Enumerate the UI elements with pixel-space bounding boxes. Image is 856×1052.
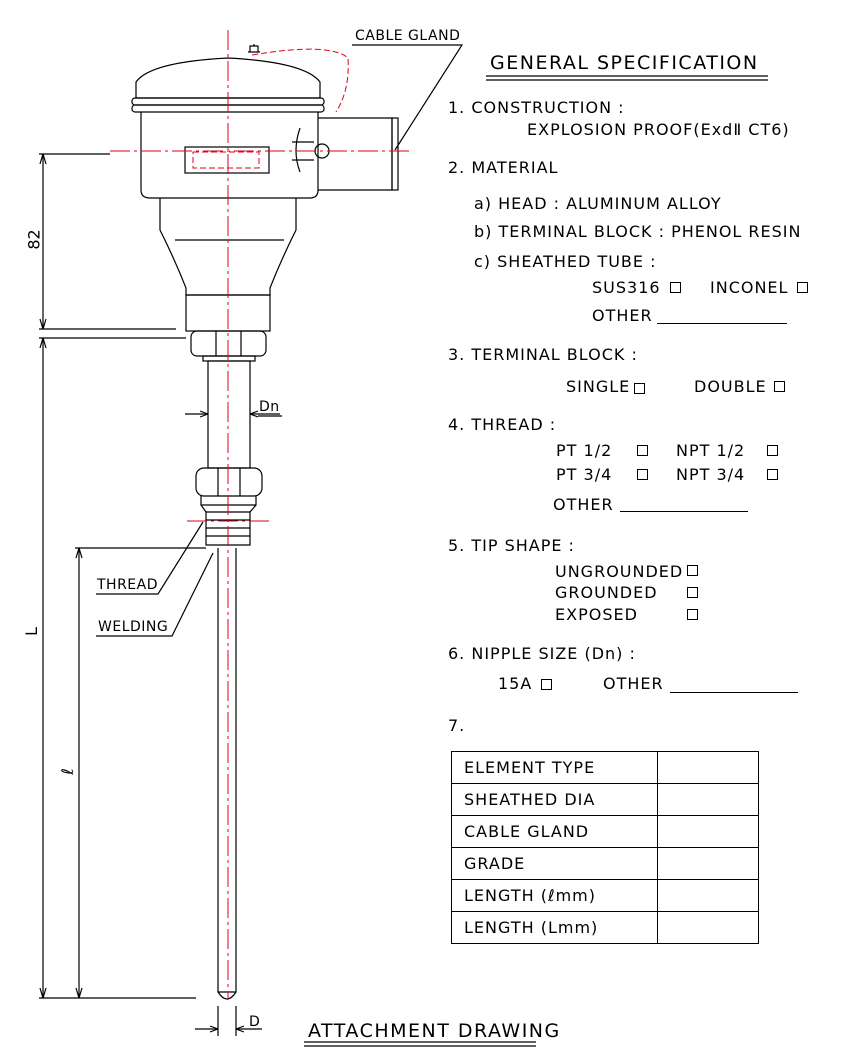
- double-checkbox[interactable]: [774, 381, 785, 392]
- npt34-checkbox[interactable]: [767, 469, 778, 480]
- spec-2-head: 2. MATERIAL: [448, 158, 559, 177]
- cable-gland-label: CABLE GLAND: [355, 28, 461, 44]
- row-value-cell[interactable]: [657, 783, 759, 816]
- cable-gland-boss: [318, 117, 393, 191]
- pt34-label: PT 3/4: [556, 465, 613, 484]
- welding-leader: [96, 552, 214, 637]
- table-row: LENGTH (ℓmm): [451, 879, 759, 912]
- cable-red-loop: [251, 48, 349, 113]
- spec-3-head: 3. TERMINAL BLOCK :: [448, 345, 638, 364]
- head-body: [140, 112, 319, 199]
- spec-5-head: 5. TIP SHAPE :: [448, 536, 575, 555]
- npt34-label: NPT 3/4: [676, 465, 746, 484]
- table-row: CABLE GLAND: [451, 815, 759, 848]
- spec-2a: a) HEAD : ALUMINUM ALLOY: [474, 194, 722, 213]
- inconel-checkbox[interactable]: [797, 282, 808, 293]
- welding-label: WELDING: [98, 619, 169, 635]
- cable-gland-leader: [352, 44, 464, 151]
- drawing-title: ATTACHMENT DRAWING: [308, 1020, 561, 1042]
- lower-hex-nut: [195, 467, 263, 497]
- spec-1-value: EXPLOSION PROOF(ExdⅡ CT6): [527, 120, 790, 139]
- nipple-other-field[interactable]: [670, 692, 798, 693]
- terminal-screw: [248, 44, 260, 53]
- sheath-other-field[interactable]: [657, 323, 787, 324]
- grounded-label: GROUNDED: [555, 583, 658, 602]
- thread-other-field[interactable]: [620, 511, 748, 512]
- spec-table: ELEMENT TYPE SHEATHED DIA CABLE GLAND GR…: [451, 751, 759, 944]
- dim-L-label: L: [21, 627, 41, 636]
- sus316-checkbox[interactable]: [670, 282, 681, 293]
- spec-7-head: 7.: [448, 716, 466, 735]
- npt12-label: NPT 1/2: [676, 441, 746, 460]
- dim-82-label: 82: [24, 229, 44, 250]
- pt12-label: PT 1/2: [556, 441, 613, 460]
- ungrounded-checkbox[interactable]: [687, 565, 698, 576]
- row-value-cell[interactable]: [657, 815, 759, 848]
- npt12-checkbox[interactable]: [767, 445, 778, 456]
- sheath-tube: [217, 548, 237, 1000]
- d-label: D: [249, 1014, 261, 1030]
- row-value-cell[interactable]: [657, 911, 759, 944]
- exposed-checkbox[interactable]: [687, 609, 698, 620]
- spec-2b: b) TERMINAL BLOCK : PHENOL RESIN: [474, 222, 802, 241]
- dim-l: [75, 547, 206, 998]
- pt12-checkbox[interactable]: [637, 445, 648, 456]
- table-row: LENGTH (Lmm): [451, 911, 759, 944]
- dim-82: [39, 153, 176, 330]
- dn-label: Dn: [259, 399, 280, 415]
- double-label: DOUBLE: [694, 377, 767, 396]
- nipple-15a-checkbox[interactable]: [541, 679, 552, 690]
- row-value-cell[interactable]: [657, 847, 759, 880]
- nipple-15a-label: 15A: [498, 674, 533, 693]
- sheath-other-label: OTHER: [592, 306, 653, 325]
- ungrounded-label: UNGROUNDED: [555, 562, 684, 581]
- spec-4-head: 4. THREAD :: [448, 415, 557, 434]
- pt34-checkbox[interactable]: [637, 469, 648, 480]
- name-plate: [184, 146, 270, 174]
- row-label: LENGTH (ℓmm): [451, 879, 658, 912]
- spec-2c: c) SHEATHED TUBE :: [474, 252, 657, 271]
- nipple-other-label: OTHER: [603, 674, 664, 693]
- row-value-cell[interactable]: [657, 879, 759, 912]
- thread-leader: [96, 521, 204, 595]
- single-checkbox[interactable]: [634, 383, 645, 394]
- dim-L: [39, 337, 196, 999]
- row-label: SHEATHED DIA: [451, 783, 658, 816]
- table-row: ELEMENT TYPE: [451, 751, 759, 784]
- single-label: SINGLE: [566, 377, 631, 396]
- row-value-cell[interactable]: [657, 751, 759, 784]
- row-label: ELEMENT TYPE: [451, 751, 658, 784]
- thread-label: THREAD: [97, 577, 159, 593]
- sus316-label: SUS316: [592, 278, 661, 297]
- table-row: SHEATHED DIA: [451, 783, 759, 816]
- head-cover: [135, 57, 321, 99]
- nipple: [207, 360, 251, 469]
- table-row: GRADE: [451, 847, 759, 880]
- exposed-label: EXPOSED: [555, 605, 638, 624]
- row-label: GRADE: [451, 847, 658, 880]
- row-label: LENGTH (Lmm): [451, 911, 658, 944]
- grounded-checkbox[interactable]: [687, 587, 698, 598]
- spec-1-head: 1. CONSTRUCTION :: [448, 98, 625, 117]
- thread-other-label: OTHER: [553, 495, 614, 514]
- dim-l-label: ℓ: [57, 768, 77, 775]
- spec-6-head: 6. NIPPLE SIZE (Dn) :: [448, 644, 636, 663]
- inconel-label: INCONEL: [710, 278, 789, 297]
- row-label: CABLE GLAND: [451, 815, 658, 848]
- page-title: GENERAL SPECIFICATION: [490, 52, 759, 74]
